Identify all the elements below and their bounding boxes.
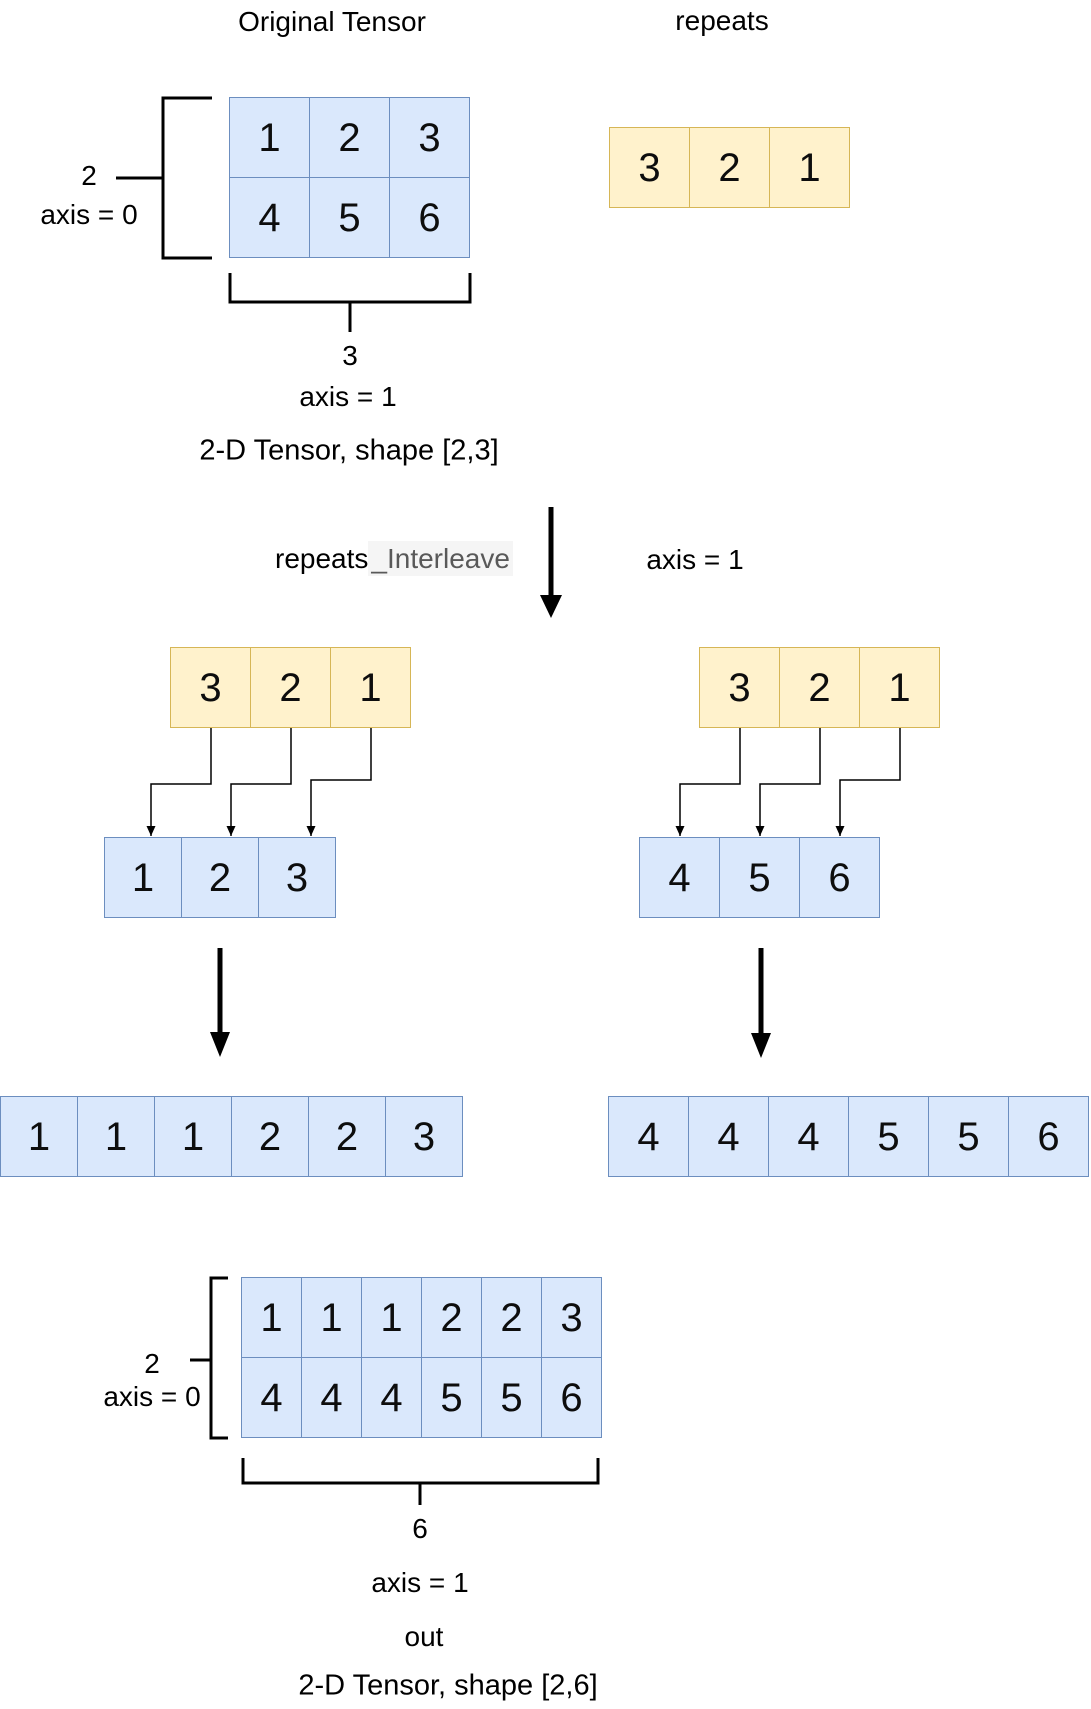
cell: 2 (251, 648, 330, 727)
cell: 3 (700, 648, 779, 727)
cell: 1 (230, 98, 309, 177)
cell: 4 (302, 1358, 361, 1437)
repeats-title: repeats (675, 4, 769, 36)
axis0-label-top: axis = 0 (40, 198, 138, 230)
tensor-shape-caption-out: 2-D Tensor, shape [2,6] (298, 1669, 598, 1702)
concat-flow-arrow-right-icon (751, 948, 771, 1058)
cell: 1 (331, 648, 410, 727)
cell: 4 (242, 1358, 301, 1437)
axis1-dim-top: 3 (342, 339, 358, 371)
axis0-dim-out: 2 (144, 1347, 160, 1379)
repeat-mapping-arrows-left (146, 728, 372, 836)
cell: 3 (171, 648, 250, 727)
cell: 1 (78, 1097, 154, 1176)
cell: 2 (780, 648, 859, 727)
axis1-dim-out: 6 (412, 1512, 428, 1544)
cell: 3 (390, 98, 469, 177)
axis1-bracket-out (241, 1458, 600, 1505)
cell: 3 (386, 1097, 462, 1176)
cell: 1 (105, 838, 181, 917)
cell: 4 (230, 178, 309, 257)
cell: 2 (310, 98, 389, 177)
axis1-label-out: axis = 1 (371, 1566, 469, 1598)
original-tensor-title: Original Tensor (238, 5, 426, 37)
cell: 5 (422, 1358, 481, 1437)
cell: 4 (362, 1358, 421, 1437)
axis1-bracket-top (228, 273, 472, 332)
axis0-dim-top: 2 (81, 159, 97, 191)
cell: 1 (302, 1278, 361, 1357)
cell: 5 (482, 1358, 541, 1437)
operation-label-plain: repeats (275, 543, 369, 574)
cell: 2 (482, 1278, 541, 1357)
cell: 4 (640, 838, 719, 917)
interleave-flow-arrow-icon (540, 507, 562, 618)
cell: 1 (155, 1097, 231, 1176)
cell: 2 (182, 838, 258, 917)
cell: 1 (362, 1278, 421, 1357)
cell: 6 (800, 838, 879, 917)
out-label: out (404, 1620, 444, 1652)
cell: 2 (232, 1097, 308, 1176)
cell: 5 (849, 1097, 928, 1176)
cell: 4 (769, 1097, 848, 1176)
tensor-shape-caption-top: 2-D Tensor, shape [2,3] (199, 434, 499, 467)
cell: 6 (1009, 1097, 1088, 1176)
axis0-label-out: axis = 0 (103, 1380, 201, 1412)
operation-label: repeats_Interleave (275, 541, 513, 576)
operation-argument: axis = 1 (646, 543, 744, 575)
cell: 6 (542, 1358, 601, 1437)
cell: 1 (1, 1097, 77, 1176)
cell: 5 (720, 838, 799, 917)
cell: 1 (770, 128, 849, 207)
cell: 1 (242, 1278, 301, 1357)
cell: 6 (390, 178, 469, 257)
cell: 5 (310, 178, 389, 257)
operation-label-highlight: _Interleave (368, 541, 513, 576)
axis0-bracket-out (190, 1276, 228, 1440)
cell: 2 (309, 1097, 385, 1176)
cell: 3 (610, 128, 689, 207)
cell: 2 (690, 128, 769, 207)
cell: 4 (609, 1097, 688, 1176)
cell: 3 (259, 838, 335, 917)
cell: 4 (689, 1097, 768, 1176)
axis0-bracket-top (116, 96, 212, 260)
cell: 1 (860, 648, 939, 727)
repeat-mapping-arrows-right (675, 728, 901, 836)
concat-flow-arrow-left-icon (210, 948, 230, 1057)
cell: 3 (542, 1278, 601, 1357)
cell: 2 (422, 1278, 481, 1357)
cell: 5 (929, 1097, 1008, 1176)
axis1-label-top: axis = 1 (299, 380, 397, 412)
